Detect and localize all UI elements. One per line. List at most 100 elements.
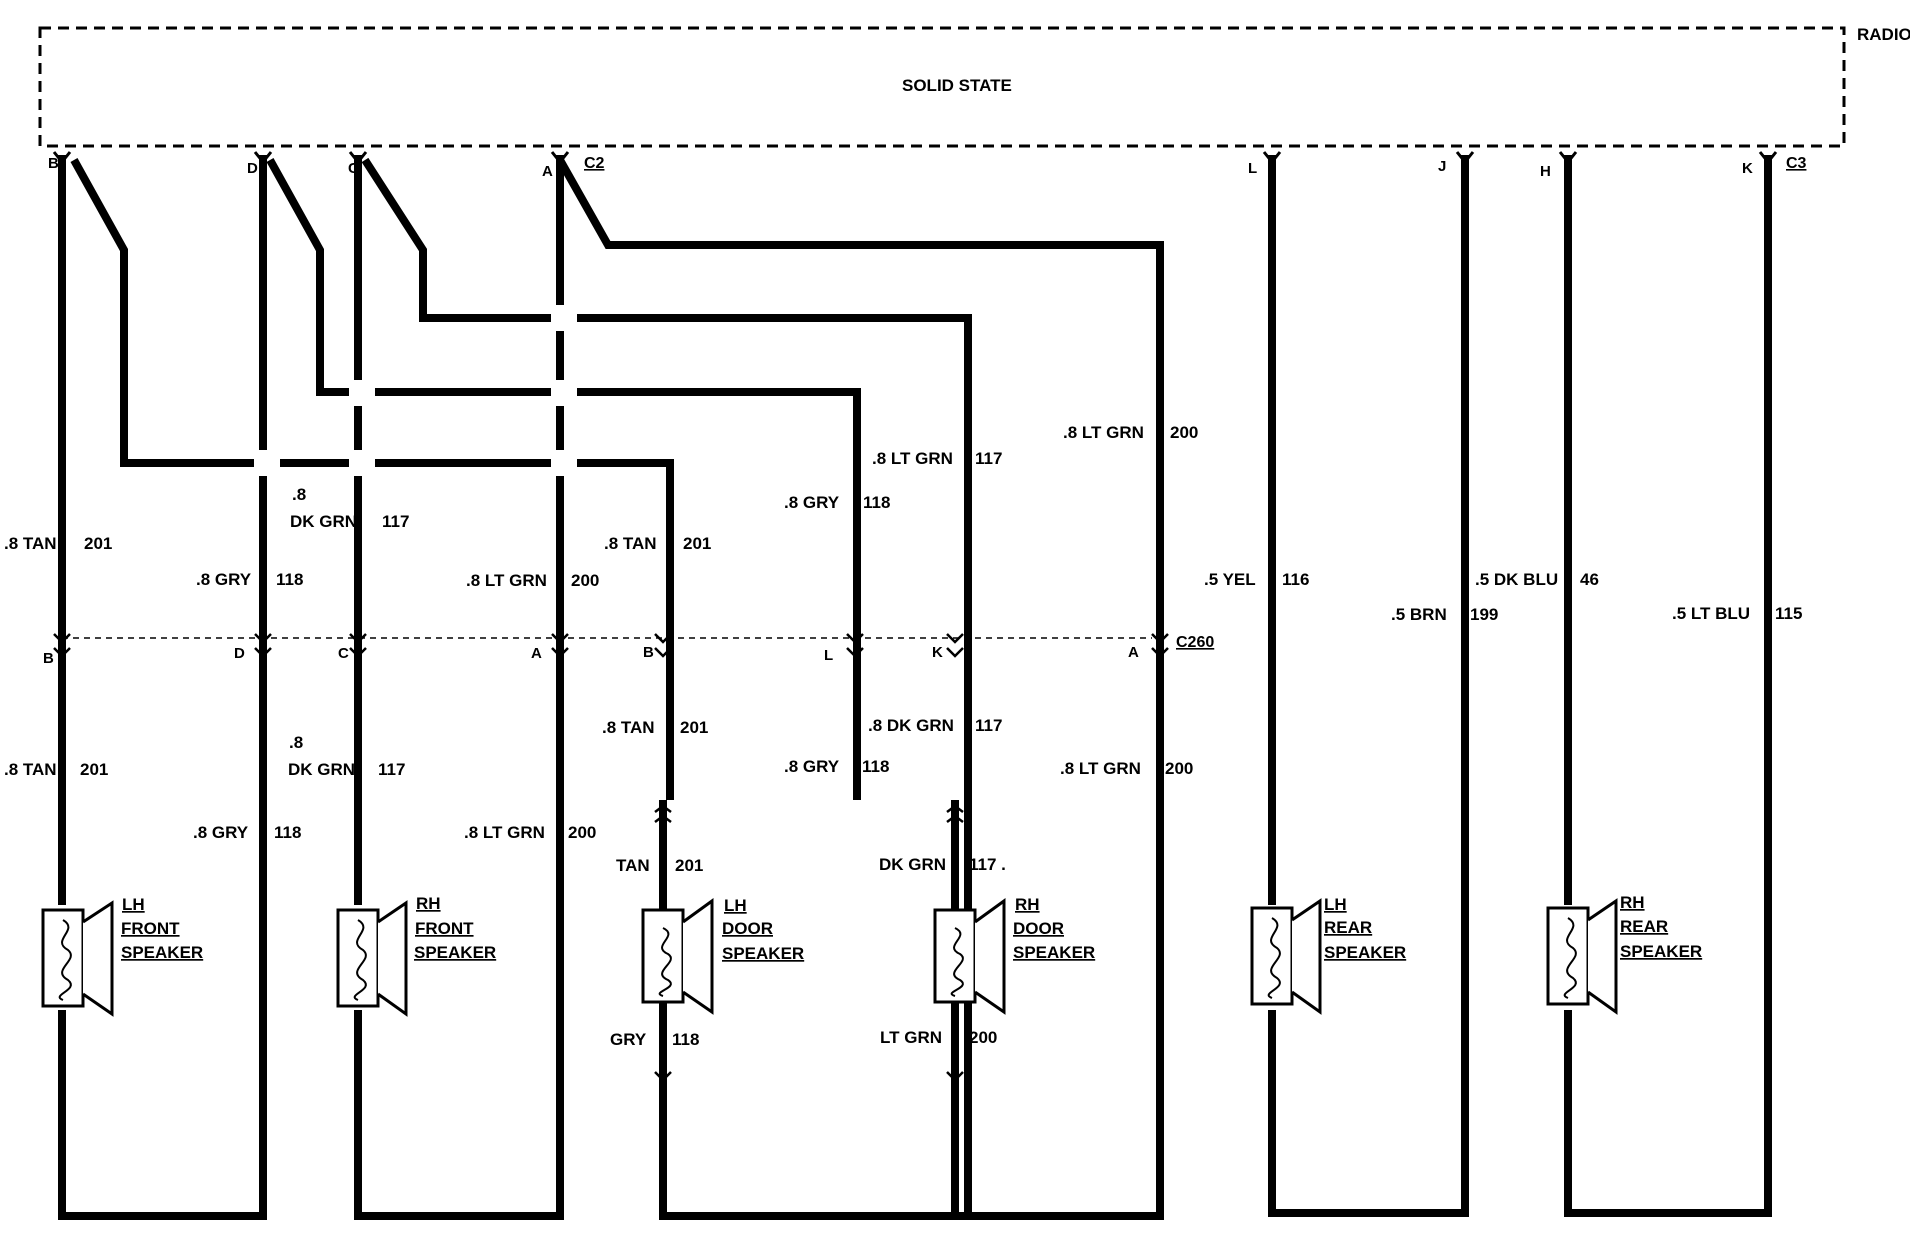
wire-label: .8 LT GRN <box>464 823 545 842</box>
c3-pin-h: H <box>1540 163 1551 180</box>
radio-box <box>38 26 1846 148</box>
c260-pin-k: K <box>932 644 943 661</box>
wire-crossing-gaps <box>254 305 577 476</box>
speaker-symbols <box>41 898 1618 1017</box>
wire-circuit: 118 <box>863 493 890 512</box>
speaker-label: SPEAKER <box>121 943 203 962</box>
wire-label: .8 LT GRN <box>1060 759 1141 778</box>
wire-118-gry-to-lh-door <box>361 157 972 1220</box>
wire-label: .8 <box>289 733 303 752</box>
speaker-label: SPEAKER <box>1324 943 1406 962</box>
wire-200-ltgrn-rh-front-return <box>354 155 564 1220</box>
lh-rear-speaker-body <box>1250 906 1294 1006</box>
rh-front-speaker-body <box>336 908 380 1008</box>
speaker-label: DOOR <box>722 919 773 938</box>
wire-circuit: 118 <box>276 570 303 589</box>
wire-117-dkgrn-to-rh-door <box>266 158 861 538</box>
connector-c260-label: C260 <box>1176 634 1214 651</box>
wires <box>58 155 1772 1220</box>
speaker-label: RH <box>1015 895 1040 914</box>
wire-circuit: 201 <box>84 534 112 553</box>
c260-pin-d: D <box>234 645 245 662</box>
speaker-label: FRONT <box>121 919 180 938</box>
wire-circuit: 115 <box>1775 604 1802 623</box>
c2-pin-d: D <box>247 160 258 177</box>
speaker-label: RH <box>1620 893 1645 912</box>
speaker-label: SPEAKER <box>722 944 804 963</box>
c260-pin-l: L <box>824 647 833 664</box>
wire-label: .5 LT BLU <box>1672 604 1750 623</box>
speaker-label: RH <box>416 894 441 913</box>
wire-115-ltblu-rh-rear-return <box>1564 155 1772 1217</box>
lh-door-speaker-body <box>641 908 685 1004</box>
speaker-label: SPEAKER <box>1620 942 1702 961</box>
wire-circuit: 201 <box>683 534 711 553</box>
wire-circuit: 200 <box>568 823 596 842</box>
lh-front-speaker-body <box>41 908 85 1008</box>
wire-label: .8 TAN <box>4 534 57 553</box>
wire-label: DK GRN <box>879 855 946 874</box>
wire-circuit: 201 <box>675 856 703 875</box>
speaker-label: FRONT <box>415 919 474 938</box>
connector-c2-label: C2 <box>584 155 605 172</box>
wire-label: .8 <box>292 485 306 504</box>
wire-circuit: 117 <box>975 449 1002 468</box>
wire-200-ltgrn-to-rh-door <box>556 158 1164 1220</box>
wire-label: .8 LT GRN <box>872 449 953 468</box>
wire-label: .8 LT GRN <box>1063 423 1144 442</box>
wire-label: .8 TAN <box>602 718 655 737</box>
wire-circuit: 117 <box>975 716 1002 735</box>
wire-circuit: 46 <box>1580 570 1599 589</box>
wire-label: .8 DK GRN <box>868 716 954 735</box>
c260-pin-a2: A <box>1128 644 1139 661</box>
c260-pin-b1: B <box>43 650 54 667</box>
connector-c3-label: C3 <box>1786 155 1807 172</box>
speaker-label: SPEAKER <box>1013 943 1095 962</box>
wire-circuit: 117 <box>382 512 409 531</box>
rh-door-speaker-body <box>933 908 977 1004</box>
speaker-label: SPEAKER <box>414 943 496 962</box>
wire-circuit: 117 . <box>969 855 1006 874</box>
c260-pin-c: C <box>338 645 349 662</box>
c3-pin-j: J <box>1438 158 1446 175</box>
wire-label: TAN <box>616 856 650 875</box>
wire-label: .8 GRY <box>196 570 252 589</box>
c2-pin-a: A <box>542 163 553 180</box>
wire-circuit: 200 <box>969 1028 997 1047</box>
wire-circuit: 201 <box>680 718 708 737</box>
speaker-label: REAR <box>1620 917 1668 936</box>
wire-circuit: 116 <box>1282 570 1309 589</box>
wire-label: .8 TAN <box>604 534 657 553</box>
wire-circuit: 200 <box>1170 423 1198 442</box>
radio-title: RADIO <box>1857 25 1910 44</box>
speaker-label: LH <box>724 896 747 915</box>
c2-pin-b: B <box>48 155 59 172</box>
wire-circuit: 200 <box>1165 759 1193 778</box>
c3-pin-l: L <box>1248 160 1257 177</box>
connector-pin-glyphs <box>52 151 1778 1082</box>
radio-subtitle: SOLID STATE <box>902 76 1012 95</box>
wire-label: DK GRN <box>290 512 357 531</box>
rh-rear-speaker-body <box>1546 906 1590 1006</box>
wire-circuit: 118 <box>274 823 301 842</box>
wire-118-gry-lh-front-return <box>58 155 267 1220</box>
wire-circuit: 117 <box>378 760 405 779</box>
wire-label: .8 LT GRN <box>466 571 547 590</box>
wire-label: .8 TAN <box>4 760 57 779</box>
wire-label: .8 GRY <box>784 493 840 512</box>
wire-201-tan-to-lh-door <box>70 158 674 800</box>
c260-pin-b2: B <box>643 644 654 661</box>
wire-label: .8 GRY <box>193 823 249 842</box>
wire-circuit: 200 <box>571 571 599 590</box>
speaker-label: REAR <box>1324 918 1372 937</box>
wire-label: .8 GRY <box>784 757 840 776</box>
speaker-label: LH <box>1324 895 1347 914</box>
wire-label: LT GRN <box>880 1028 942 1047</box>
wire-circuit: 199 <box>1470 605 1498 624</box>
wire-label: DK GRN <box>288 760 355 779</box>
speaker-label: LH <box>122 895 145 914</box>
wire-199-brn-lh-rear-return <box>1268 155 1469 1217</box>
c3-pin-k: K <box>1742 160 1753 177</box>
wire-label: .5 DK BLU <box>1475 570 1558 589</box>
